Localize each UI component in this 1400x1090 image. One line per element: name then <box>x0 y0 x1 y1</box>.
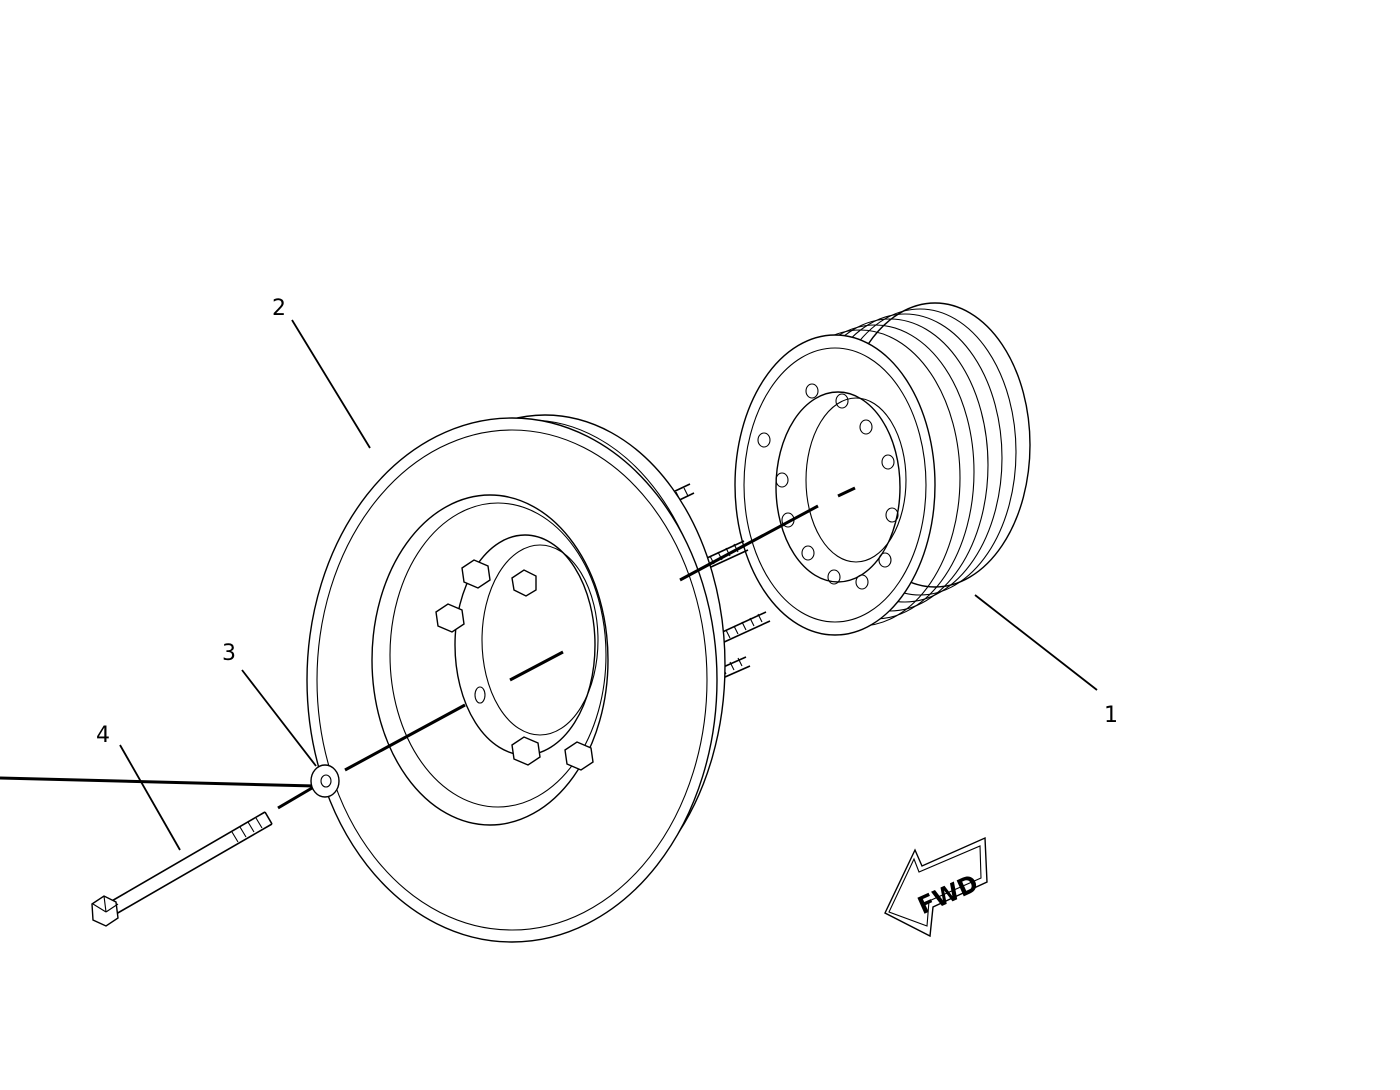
callout-label-4: 4 <box>96 723 110 748</box>
part-3-washer <box>310 764 340 798</box>
callout-leaders <box>119 319 1098 851</box>
assembly-centerline <box>0 486 856 810</box>
part-1-pulley <box>734 302 1031 636</box>
callout-label-3: 3 <box>222 641 236 666</box>
callout-label-1: 1 <box>1104 703 1118 728</box>
hub-bolt-heads <box>435 559 594 771</box>
callout-label-2: 2 <box>272 296 286 321</box>
part-4-bolt <box>91 811 273 927</box>
forward-arrow: FWD <box>884 836 988 938</box>
pulley-bolt-holes <box>757 383 899 590</box>
